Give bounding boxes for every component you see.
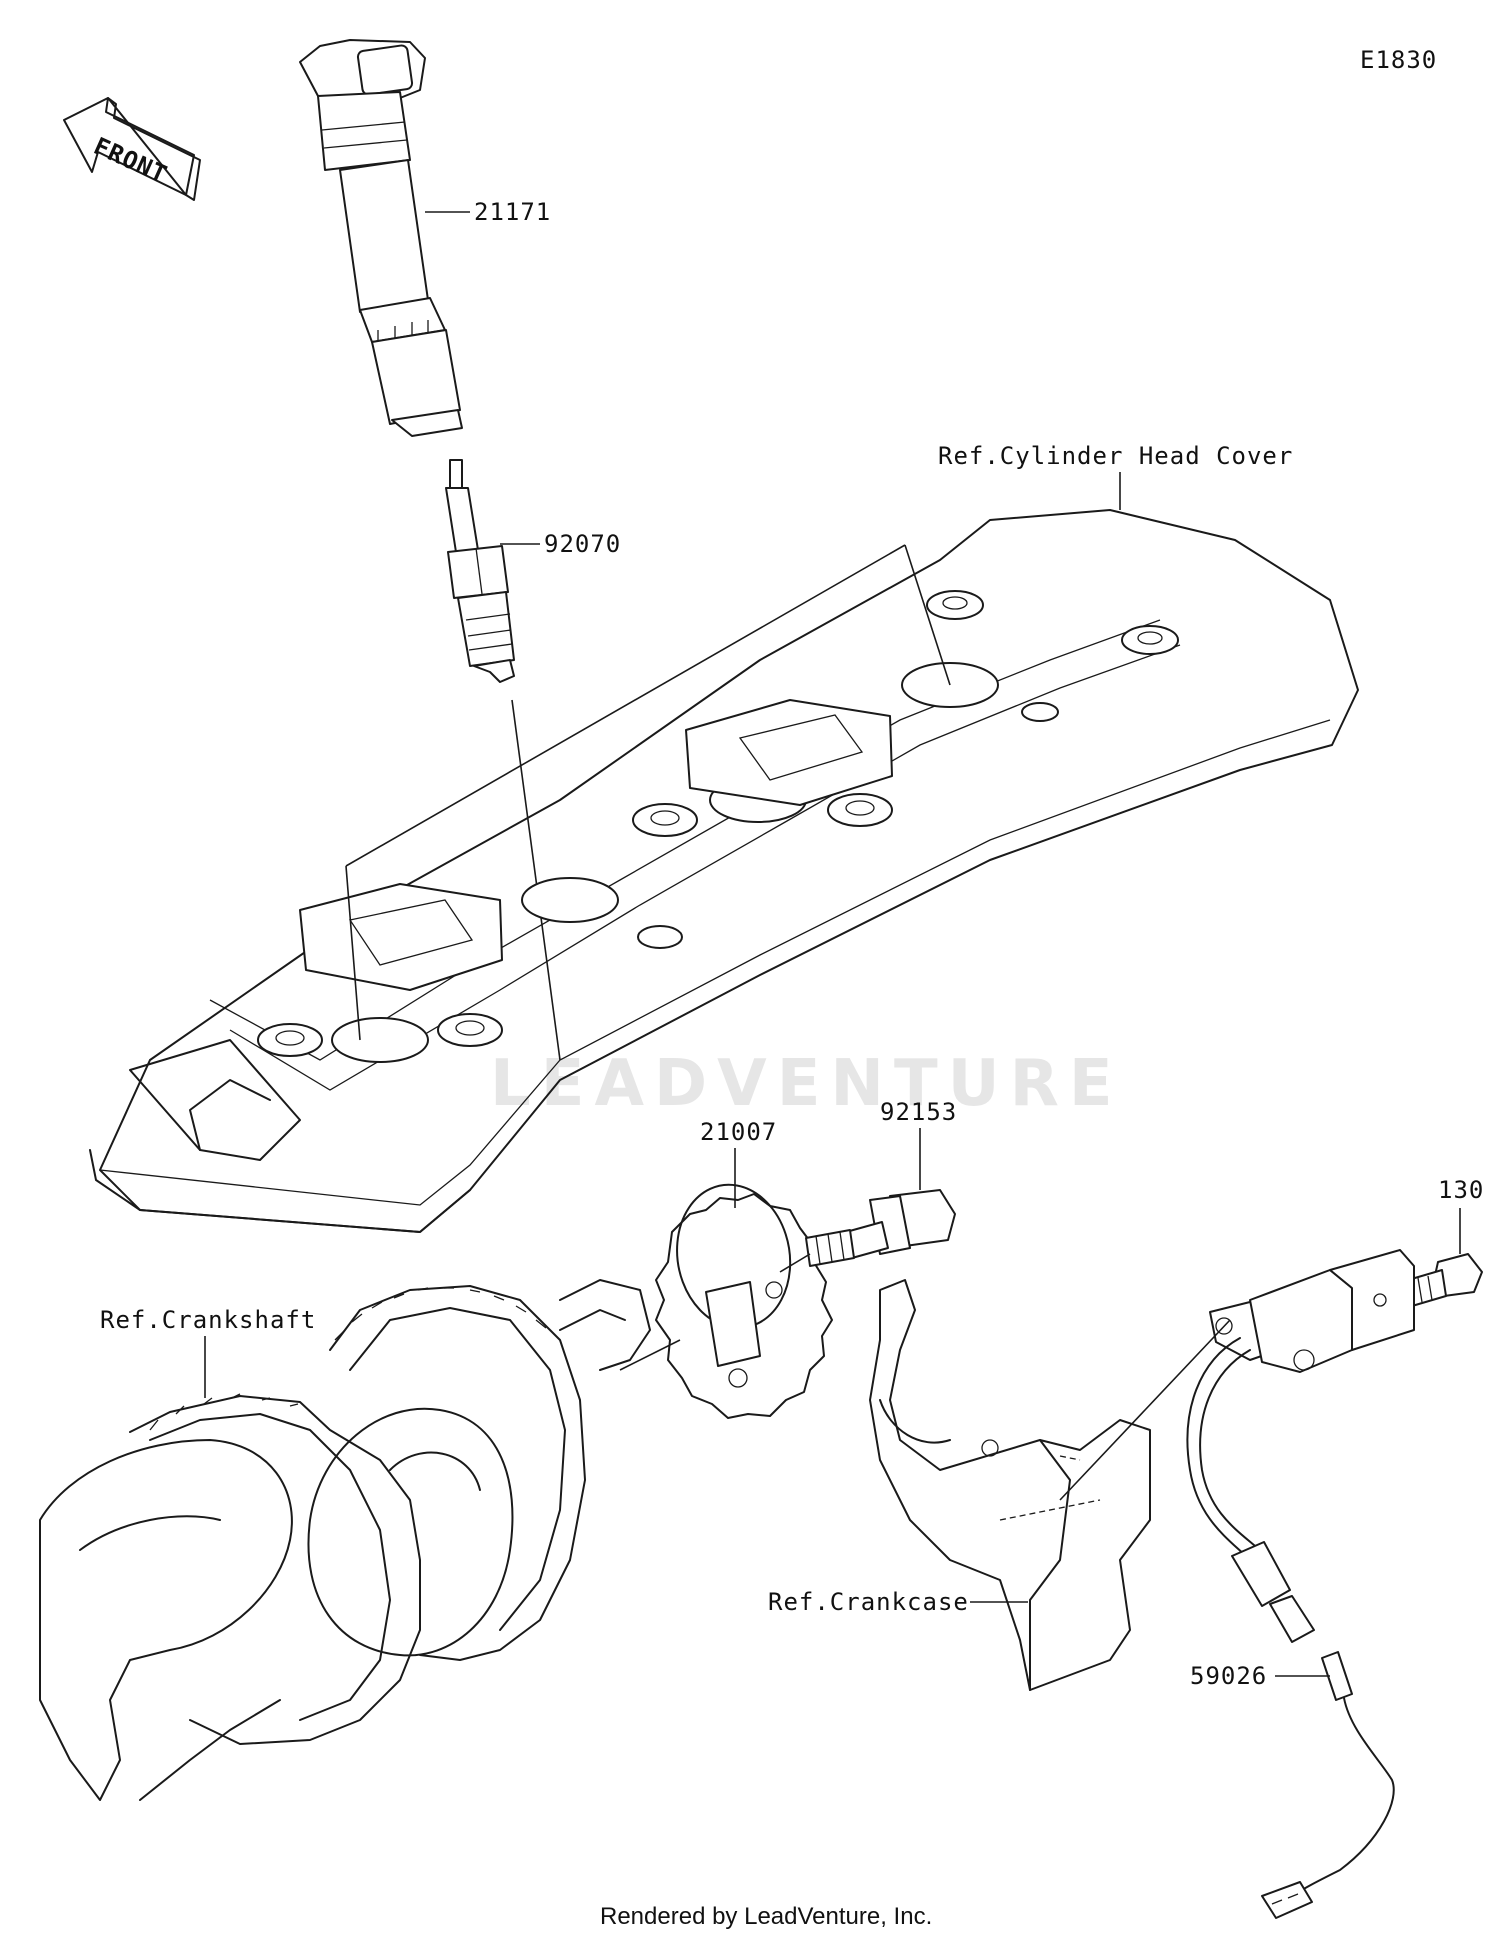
ignition-coil[interactable]: [299, 39, 463, 437]
front-arrow-icon: FRONT: [63, 97, 201, 201]
callout-59026: 59026: [1190, 1662, 1267, 1690]
plug-install-line: [511, 699, 561, 1061]
callout-92070: 92070: [544, 530, 621, 558]
cover-guide-line-2: [345, 865, 361, 1041]
spark-plug[interactable]: [445, 459, 515, 683]
rotor-install-line: [619, 1339, 681, 1371]
callout-92153: 92153: [880, 1098, 957, 1126]
crankshaft: [39, 1279, 651, 1801]
cylinder-head-cover: [89, 509, 1359, 1233]
timing-rotor[interactable]: [655, 1183, 833, 1419]
callout-crankcase: Ref.Crankcase: [768, 1588, 969, 1616]
callout-21007: 21007: [700, 1118, 777, 1146]
callout-21171: 21171: [474, 198, 551, 226]
callout-cylinder-head-cover: Ref.Cylinder Head Cover: [938, 442, 1293, 470]
callout-130: 130: [1438, 1176, 1484, 1204]
sensor-install-line: [1059, 1319, 1231, 1501]
watermark-text: LEADVENTURE: [490, 1047, 1123, 1121]
cover-guide-line-3: [904, 544, 951, 686]
bolt-install-line: [779, 1253, 811, 1273]
diagram-code: E1830: [1360, 46, 1437, 74]
callout-crankshaft: Ref.Crankshaft: [100, 1306, 316, 1334]
sensor-bolt[interactable]: [1407, 1253, 1483, 1307]
crankcase: [869, 1279, 1151, 1691]
footer-credit: Rendered by LeadVenture, Inc.: [600, 1903, 932, 1930]
pickup-sensor[interactable]: [1186, 1249, 1415, 1919]
cover-guide-line-1: [345, 544, 906, 867]
rotor-bolt[interactable]: [805, 1189, 956, 1267]
